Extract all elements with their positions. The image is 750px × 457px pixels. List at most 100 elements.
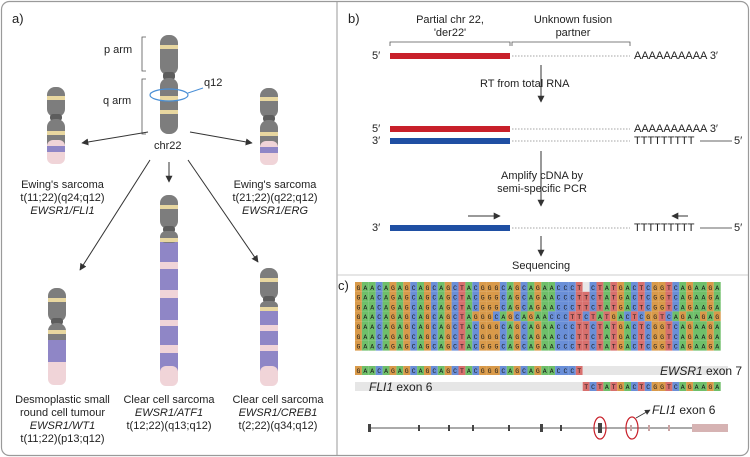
fli1-exon6-base: A [715,384,719,391]
alignment-row-3-base: C [412,314,416,321]
alignment-row-6-cell [479,340,487,351]
alignment-row-3-base: G [356,314,360,321]
alignment-row-5-cell [382,331,390,341]
alignment-row-3-base: G [474,314,478,321]
alignment-row-1-base: C [570,295,574,302]
alignment-row-6-cell [513,340,521,351]
alignment-row-0-cell [424,282,431,292]
alignment-row-1-base: T [577,295,581,302]
alignment-row-4-base: C [563,324,567,331]
alignment-row-3-cell [472,311,480,322]
alignment-row-0-base: A [715,285,719,292]
alignment-row-0-cell [548,282,556,292]
alignment-row-4-base: T [612,324,616,331]
alignment-row-3-cell [513,311,521,322]
alignment-row-4-cell [672,321,680,331]
fli1-exon6-base: C [632,384,636,391]
alignment-row-4-base: G [356,324,360,331]
alignment-row-2-base: C [557,304,561,311]
alignment-row-5-base: G [660,334,664,341]
alignment-row-6-base: G [688,344,692,351]
alignment-row-2-base: A [419,304,423,311]
alignment-row-0-cell [506,282,514,292]
alignment-row-0-cell [575,282,583,292]
alignment-row-3-base: A [467,314,471,321]
alignment-row-6-cell [624,340,631,351]
alignment-row-1-base: C [412,295,416,302]
alignment-row-4-base: G [515,324,519,331]
alignment-row-4-cell [603,321,611,331]
alignment-row-2-cell [706,301,714,312]
alignment-row-0-cell [355,282,362,292]
fusion-partner-brace [511,41,631,46]
alignment-row-6-base: T [584,344,588,351]
step-amplify-line2: semi-specific PCR [497,183,587,195]
alignment-row-4-cell [430,321,438,331]
chr22-label: chr22 [154,140,182,152]
fli1-exon6-base: C [646,384,650,391]
alignment-row-3-base: A [598,314,602,321]
alignment-row-6-base: A [605,344,609,351]
alignment-row-5-cell [361,331,369,341]
alignment-row-2-base: G [488,304,492,311]
alignment-row-6-cell [596,340,604,351]
alignment-row-3-cell [479,311,487,322]
alignment-row-5-base: A [363,334,367,341]
alignment-row-6-cell [541,340,549,351]
alignment-row-2-base: C [522,304,526,311]
alignment-row-0-cell [493,282,500,292]
alignment-row-6-base: T [598,344,602,351]
alignment-row-5-base: G [425,334,429,341]
alignment-row-5-cell [658,331,666,341]
fli1-exon6-cell [631,382,638,391]
alignment-row-5-base: C [522,334,526,341]
alignment-row-0-cell [617,282,625,292]
alignment-row-6-cell [355,340,362,351]
alignment-row-4-cell [589,321,597,331]
alignment-row-6-cell [520,340,528,351]
alignment-row-6-cell [382,340,390,351]
ewsr1-exon7-cell [562,366,569,375]
alignment-row-3-cell [603,311,611,322]
ewing-erg-disease: Ewing's sarcoma [233,179,317,191]
alignment-row-6-cell [430,340,438,351]
fli1-exon-text: exon 6 [393,380,433,394]
track-exon6-label: FLI1 exon 6 [652,404,715,417]
alignment-row-2-base: T [584,304,588,311]
alignment-row-4-base: A [626,324,630,331]
alignment-row-5-base: G [356,334,360,341]
alignment-row-1-cell [410,291,418,302]
ewsr1-exon7-base: G [515,368,519,375]
alignment-row-2-cell [644,301,652,312]
alignment-row-6-base: A [681,344,685,351]
alignment-row-1-cell [686,291,694,302]
alignment-row-3-base: T [660,314,664,321]
alignment-row-6-base: C [674,344,678,351]
alignment-row-3-cell [458,311,466,322]
alignment-row-4-cell [555,321,562,331]
alignment-row-6-cell [458,340,466,351]
alignment-row-4-base: A [715,324,719,331]
alignment-row-1-cell [693,291,700,302]
alignment-row-1-cell [582,291,590,302]
chromosome-ewing-erg [260,88,278,165]
fli1-exon6-cell [706,382,714,391]
alignment-row-5-cell [389,331,397,341]
alignment-row-6-base: A [715,344,719,351]
alignment-row-3-base: A [363,314,367,321]
alignment-row-5-cell [417,331,424,341]
alignment-row-6-base: C [501,344,505,351]
alignment-row-3-cell [437,311,445,322]
alignment-row-4-base: C [646,324,650,331]
alignment-row-6-cell [610,340,618,351]
alignment-row-5-base: G [405,334,409,341]
alignment-row-5-base: A [370,334,374,341]
alignment-row-6-base: G [494,344,498,351]
alignment-row-3-base: C [584,314,588,321]
alignment-row-3-base: C [550,314,554,321]
alignment-row-1-cell [396,291,404,302]
alignment-row-6-cell [651,340,659,351]
alignment-row-5-base: A [715,334,719,341]
alignment-row-3-cell [451,311,459,322]
alignment-row-5-base: T [667,334,671,341]
